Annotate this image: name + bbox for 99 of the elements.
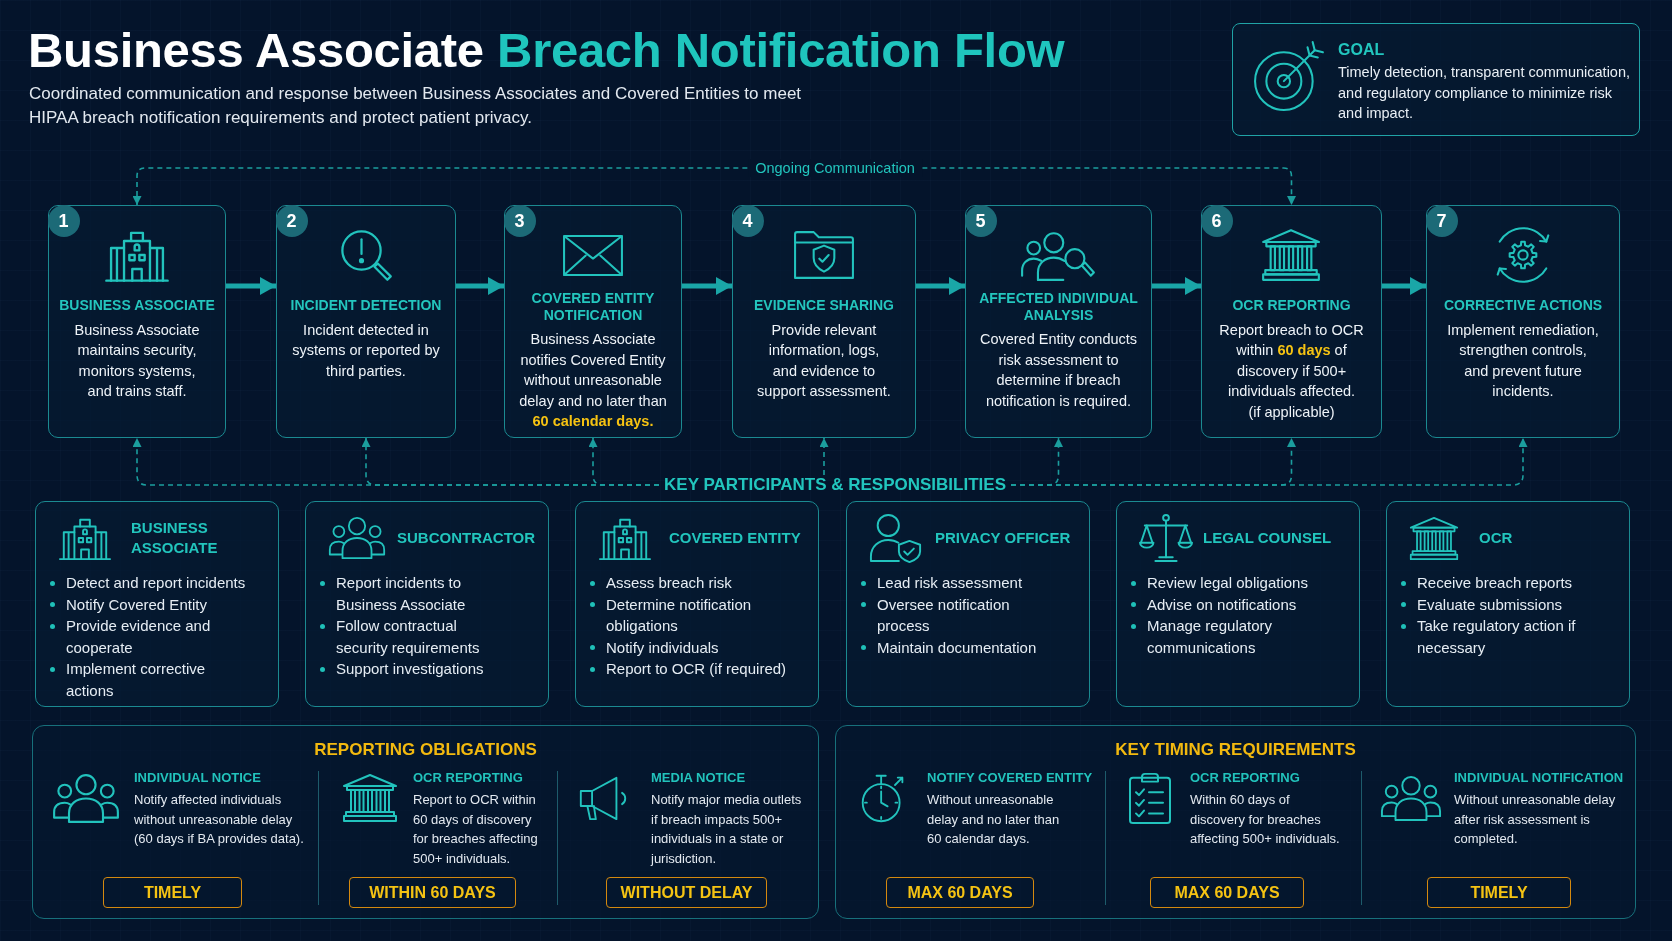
bullet-item: Report incidents to Business Associate	[320, 572, 508, 615]
section-heading: KEY PARTICIPANTS & RESPONSIBILITIES	[659, 475, 1011, 495]
step-description: Covered Entity conducts risk assessment to determine if breach notification is required.	[978, 330, 1139, 411]
panel-heading: KEY TIMING REQUIREMENTS	[1115, 740, 1356, 760]
requirement-title: OCR REPORTING	[413, 770, 523, 786]
bullet-item: Assess breach risk	[590, 572, 798, 594]
step-card	[48, 205, 226, 438]
step-title: OCR REPORTING	[1232, 297, 1351, 314]
panel-heading: REPORTING OBLIGATIONS	[314, 740, 537, 760]
step-number: 5	[964, 204, 997, 237]
bullet-item: Notify Covered Entity	[50, 593, 253, 615]
participant-title: LEGAL COUNSEL	[1203, 528, 1332, 548]
requirements-panel	[32, 725, 819, 919]
bullet-item: Maintain documentation	[861, 636, 1042, 658]
participant-title: SUBCONTRACTOR	[397, 528, 536, 548]
dashed-arrow	[819, 437, 829, 476]
step-card	[965, 205, 1152, 438]
step-number: 3	[503, 204, 536, 237]
step-description: Report breach to OCR within 60 days of discovery if 500+ individuals affected.	[1218, 320, 1365, 401]
bullet-item: Evaluate submissions	[1401, 593, 1576, 615]
participant-title: PRIVACY OFFICER	[935, 528, 1071, 548]
bullet-item: Follow contractual security requirements	[320, 615, 508, 658]
requirement-title: INDIVIDUAL NOTIFICATION	[1454, 770, 1624, 786]
bullet-item: Lead risk assessment	[861, 572, 1042, 594]
deadline-tag: MAX 60 DAYS	[1150, 877, 1304, 908]
participant-title: BUSINESS ASSOCIATE	[131, 518, 219, 558]
bullet-item: Provide evidence and cooperate	[50, 615, 253, 658]
step-card	[504, 205, 682, 438]
requirement-text: Report to OCR within 60 days of discovery for breaches affecting 500+ individuals.	[413, 791, 539, 868]
arrow	[1382, 277, 1426, 295]
participant-card	[575, 501, 819, 707]
step-title: AFFECTED INDIVIDUAL ANALYSIS	[978, 290, 1139, 323]
goal-card	[1232, 23, 1640, 136]
step-note: (if applicable)	[1248, 402, 1335, 422]
deadline-tag: WITHIN 60 DAYS	[349, 877, 516, 908]
step-number: 4	[731, 204, 764, 237]
step-number: 6	[1200, 204, 1233, 237]
bullet-item: Manage regulatory communications	[1131, 615, 1317, 658]
bullet-item: Receive breach reports	[1401, 572, 1576, 594]
arrow	[682, 277, 732, 295]
requirement-text: Without unreasonable delay and no later than 60 calendar days.	[927, 791, 1061, 848]
deadline-tag: TIMELY	[1427, 877, 1571, 908]
step-description: Business Associate notifies Covered Entity without unreasonable delay and no later than 60 calendar days.	[518, 330, 668, 431]
requirement-title: MEDIA NOTICE	[651, 770, 746, 786]
step-number: 7	[1425, 204, 1458, 237]
bullet-item: Implement corrective actions	[50, 658, 253, 701]
requirement-text: Without unreasonable delay after risk assessment is completed.	[1454, 791, 1617, 848]
bullet-item: Determine notification obligations	[590, 593, 798, 637]
participant-card	[1386, 501, 1630, 707]
goal-text: Timely detection, transparent communication, and regulatory compliance to minimize risk and impact.	[1338, 63, 1630, 123]
page-title: Business Associate Breach Notification Flow	[28, 22, 1065, 78]
step-number: 2	[275, 204, 308, 237]
participant-card	[846, 501, 1090, 707]
participant-card	[305, 501, 549, 707]
requirement-text: Notify affected individuals without unreasonable delay (60 days if BA provides data).	[134, 791, 305, 848]
step-title: COVERED ENTITY NOTIFICATION	[530, 290, 656, 323]
bullet-item: Notify individuals	[590, 636, 798, 658]
arrow	[226, 277, 276, 295]
arrow	[1152, 277, 1201, 295]
bullet-item: Report to OCR (if required)	[590, 658, 798, 680]
step-card	[276, 205, 456, 438]
deadline-tag: MAX 60 DAYS	[886, 877, 1034, 908]
step-title: CORRECTIVE ACTIONS	[1443, 297, 1603, 314]
dashed-arrow	[1010, 437, 1528, 486]
subtitle: Coordinated communication and response between Business Associates and Covered Entities to meet HIPAA breach notification requirements and protect patient privacy.	[29, 83, 803, 129]
requirement-text: Within 60 days of discovery for breaches affecting 500+ individuals.	[1190, 791, 1341, 848]
step-card	[1426, 205, 1620, 438]
deadline-tag: TIMELY	[103, 877, 242, 908]
step-title: BUSINESS ASSOCIATE	[59, 297, 215, 314]
arrow	[456, 277, 504, 295]
edge-label: Ongoing Communication	[748, 159, 922, 177]
bullet-item: Take regulatory action if necessary	[1401, 615, 1576, 658]
participant-title: OCR	[1479, 528, 1513, 548]
participant-card	[35, 501, 279, 707]
bullet-item: Advise on notifications	[1131, 593, 1317, 615]
bullet-item: Review legal obligations	[1131, 572, 1317, 594]
participant-card	[1116, 501, 1360, 707]
requirement-title: INDIVIDUAL NOTICE	[134, 770, 261, 786]
step-number: 1	[47, 204, 80, 237]
step-description: Incident detected in systems or reported by third parties.	[291, 320, 441, 381]
goal-title: GOAL	[1338, 40, 1385, 59]
requirement-title: NOTIFY COVERED ENTITY	[927, 770, 1093, 786]
bullet-item: Detect and report incidents	[50, 572, 253, 594]
dashed-arrow	[588, 437, 660, 486]
requirements-panel	[835, 725, 1636, 919]
bullet-item: Support investigations	[320, 658, 508, 680]
step-title: INCIDENT DETECTION	[290, 297, 442, 314]
participant-title: COVERED ENTITY	[669, 528, 801, 548]
step-card	[1201, 205, 1382, 438]
step-description: Business Associate maintains security, monitors systems, and trains staff.	[73, 320, 201, 401]
bullet-item: Oversee notification process	[861, 593, 1042, 637]
step-description: Implement remediation, strengthen controls, and prevent future incidents.	[1446, 320, 1600, 401]
requirement-title: OCR REPORTING	[1190, 770, 1300, 786]
step-title: EVIDENCE SHARING	[754, 297, 894, 314]
requirement-text: Notify major media outlets if breach impacts 500+ individuals in a state or jurisdiction.	[651, 791, 803, 868]
arrow	[916, 277, 965, 295]
step-description: Provide relevant information, logs, and evidence to support assessment.	[756, 320, 892, 401]
step-card	[732, 205, 916, 438]
deadline-tag: WITHOUT DELAY	[606, 877, 767, 908]
